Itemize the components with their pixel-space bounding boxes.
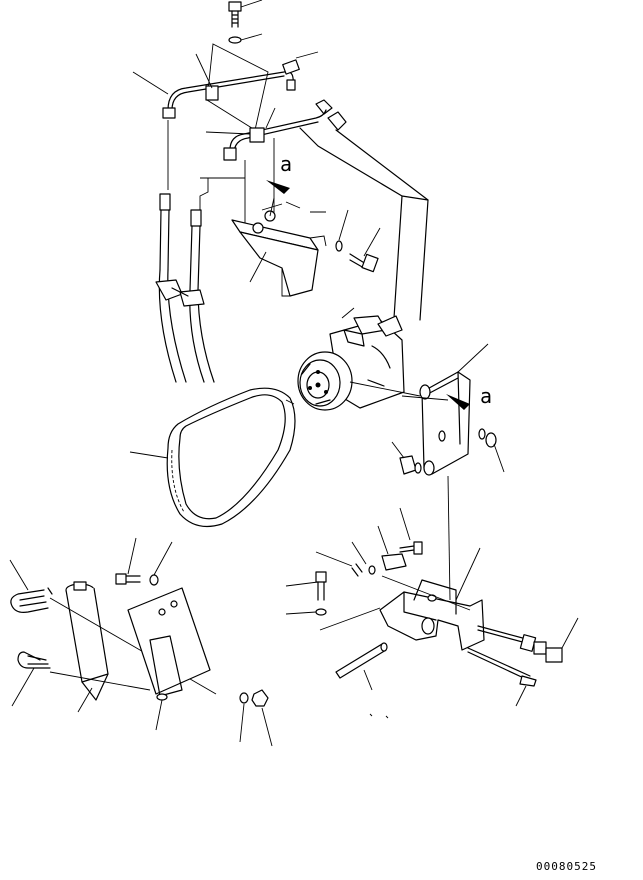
pivot-bolt — [285, 571, 327, 601]
top-bolt — [228, 0, 263, 28]
receiver-drier — [65, 581, 109, 713]
pivot-pin — [335, 642, 388, 691]
bracket-bolt-lower — [399, 507, 423, 555]
drier-washer — [149, 541, 173, 586]
pivot-washer — [285, 608, 327, 616]
top-washer — [228, 33, 263, 44]
compressor — [297, 307, 405, 411]
drier-lower-washer — [239, 692, 249, 743]
drive-belt — [129, 387, 296, 527]
upper-bracket — [231, 197, 327, 297]
spacer-block — [377, 525, 407, 571]
drier-lower-nut — [251, 689, 273, 747]
view-a-arrow-lower — [446, 394, 470, 410]
lower-bracket — [319, 547, 485, 651]
drier-bracket — [127, 587, 211, 731]
lower-cotter-pin — [467, 647, 537, 707]
view-label-a-lower: a — [480, 384, 493, 408]
compressor-bracket — [401, 343, 489, 476]
drawing-code: 00080525 — [536, 860, 597, 873]
view-a-dashes — [261, 201, 326, 213]
tick-marks — [369, 713, 389, 719]
suction-pipe — [205, 99, 347, 161]
drier-bolt — [115, 537, 141, 585]
bracket-washer — [335, 209, 349, 252]
view-a-arrow-upper — [266, 180, 290, 194]
adjust-bolt — [477, 617, 579, 663]
hose-clamp — [155, 279, 205, 307]
lower-washer — [351, 541, 376, 575]
pipe-to-compressor — [299, 127, 403, 319]
lower-small-bolt — [315, 551, 363, 577]
adjust-nut — [391, 441, 422, 475]
pipe-to-compressor-2 — [335, 129, 429, 321]
view-label-a-upper: a — [280, 152, 293, 176]
u-bolt-lower — [11, 651, 51, 707]
u-bolt-upper — [9, 559, 53, 613]
discharge-pipe — [132, 51, 319, 119]
adjust-washer — [478, 428, 505, 473]
bracket-bolt — [349, 227, 381, 273]
